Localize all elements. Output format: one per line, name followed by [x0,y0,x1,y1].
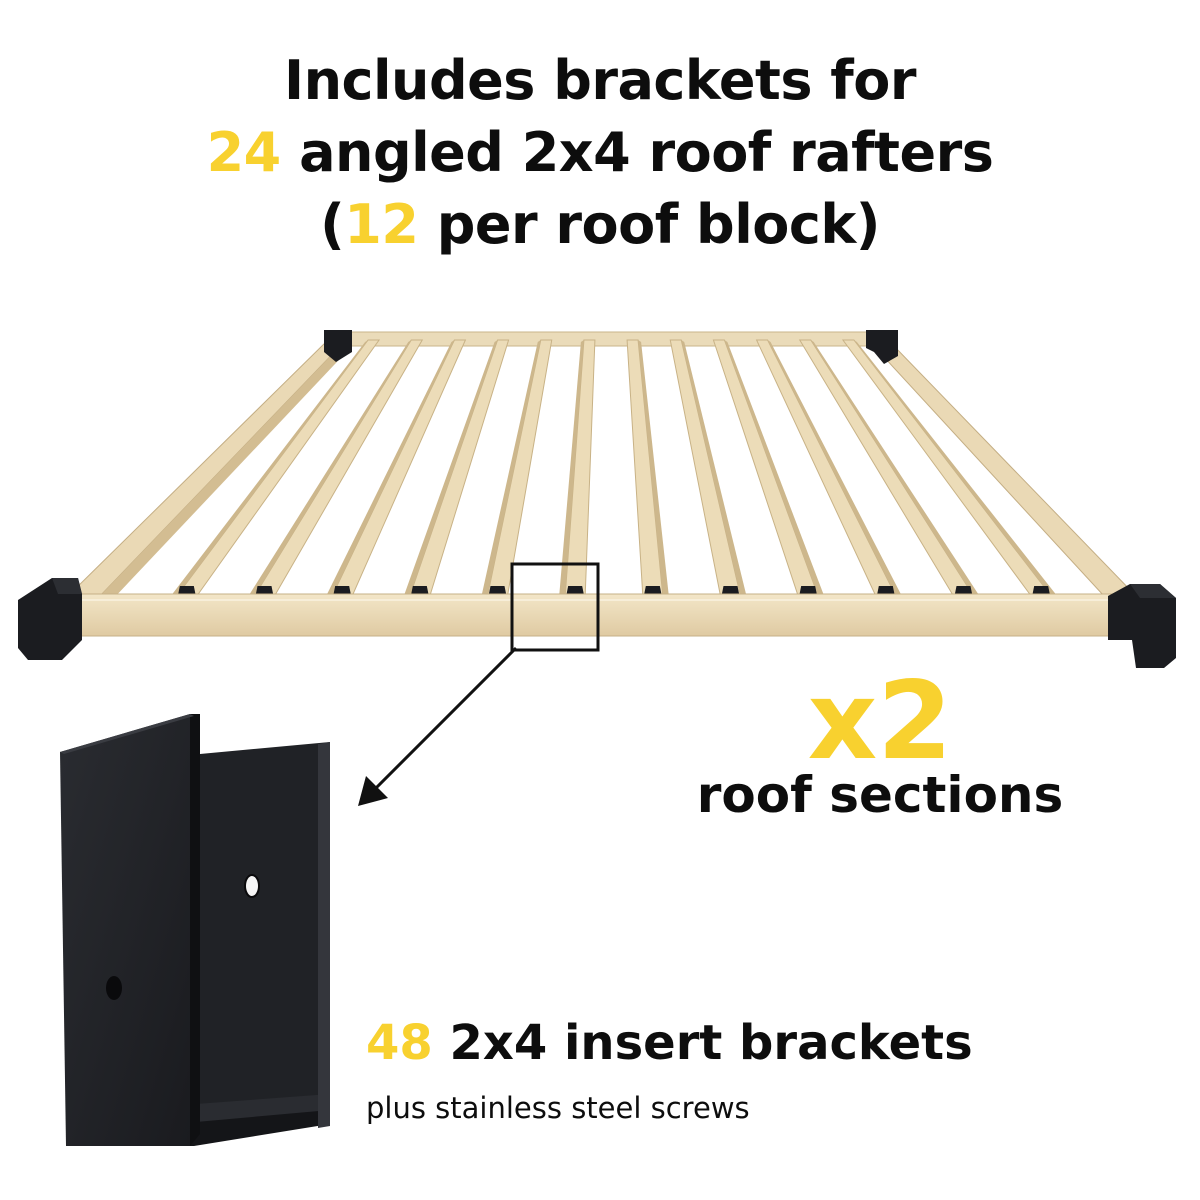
bracket-label: 2x4 insert brackets [432,1015,973,1071]
roof-rafter-side [326,340,455,596]
headline-line-1: Includes brackets for [0,46,1200,116]
callout-box [510,562,600,652]
multiplier-value: x2 [807,659,953,784]
left-side-beam-face [100,340,352,600]
screws-note: plus stainless steel screws [366,1091,750,1125]
roof-rafter-side [481,340,541,596]
bracket-back-plate [200,742,330,1134]
bracket-front-plate [60,714,190,1146]
paren-open: ( [320,193,345,256]
roof-rafter-side [248,340,412,596]
roof-rafter-side [170,340,369,596]
front-left-corner-bracket [18,578,82,660]
headline-line-3: (12 per roof block) [0,190,1200,260]
roof-rafter-side [767,340,902,596]
roof-rafter-side [681,340,747,596]
per-block-count: 12 [344,193,419,256]
headline-intro: Includes brackets for [283,49,917,112]
multiplier-label: roof sections [696,766,1064,824]
per-block-description: per roof block) [418,193,881,256]
roof-rafter-side [853,340,1058,596]
rafter-description: angled 2x4 roof rafters [280,121,994,184]
insert-bracket-illustration [60,714,330,1146]
front-right-corner-bracket [1108,584,1176,668]
back-left-corner-bracket [324,330,352,362]
roof-rafter-side [403,340,498,596]
roof-rafter-side [638,340,669,596]
roof-frame-illustration [18,330,1176,806]
rafter-count: 24 [206,121,282,184]
bracket-screw-hole-back [244,874,260,898]
roof-rafter-side [724,340,825,596]
rafters-group [170,339,1058,597]
bracket-count: 48 [366,1015,433,1071]
roof-rafter-side [559,340,584,596]
roof-rafter-side [810,340,980,596]
callout-arrow-line [370,646,518,794]
bracket-screw-hole-front [106,976,122,1000]
bracket-count-line: 48 2x4 insert brackets [366,1010,973,1076]
arrow-icon [358,776,388,806]
back-right-corner-bracket [866,330,898,364]
bracket-right-plate [190,714,200,1146]
headline-line-2: 24 angled 2x4 roof rafters [0,118,1200,188]
